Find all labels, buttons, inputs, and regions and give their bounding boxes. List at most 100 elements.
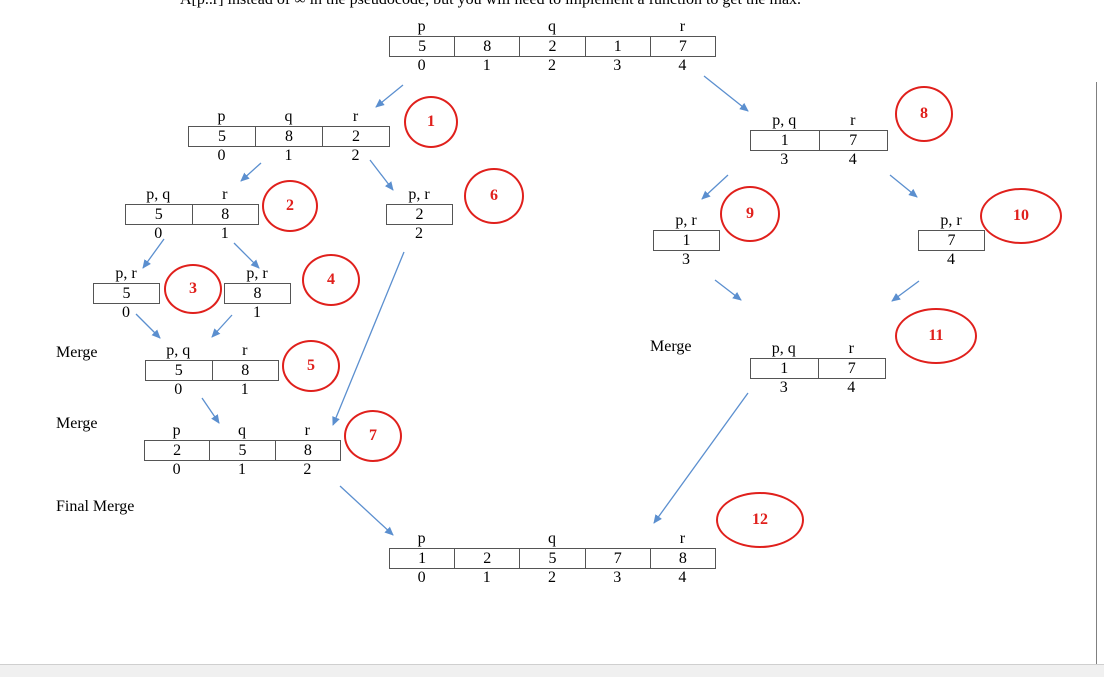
flow-arrow bbox=[211, 314, 233, 338]
array-1-pointer-label: p bbox=[417, 18, 426, 35]
flow-arrow bbox=[653, 392, 749, 524]
array-2-pointer-label: q bbox=[284, 108, 293, 125]
flow-arrow bbox=[135, 313, 161, 339]
array-5-cell: 8 bbox=[224, 283, 291, 304]
array-6-index: 1 bbox=[240, 381, 249, 398]
array-10-pointer-label: p, r bbox=[675, 212, 697, 229]
array-13-index: 1 bbox=[482, 569, 491, 586]
array-6-pointer-label: r bbox=[242, 342, 248, 359]
array-9-cell: 7 bbox=[818, 130, 888, 151]
array-1-index: 1 bbox=[482, 57, 491, 74]
flow-arrow bbox=[375, 84, 404, 108]
array-13-pointer-label: p bbox=[417, 530, 426, 547]
array-13-cell: 5 bbox=[519, 548, 586, 569]
array-13-cell: 2 bbox=[454, 548, 521, 569]
final-merge-label: Final Merge bbox=[56, 498, 135, 515]
array-3-cell: 5 bbox=[125, 204, 193, 225]
footer-bar bbox=[0, 664, 1104, 677]
array-1-cell: 8 bbox=[454, 36, 521, 57]
array-1-cell: 1 bbox=[584, 36, 651, 57]
array-1-pointer-label: q bbox=[548, 18, 556, 35]
array-2-cell: 5 bbox=[188, 126, 256, 147]
array-9-index: 4 bbox=[848, 151, 857, 168]
array-8-cell: 2 bbox=[144, 440, 211, 461]
array-8-index: 1 bbox=[238, 461, 246, 478]
array-8-cell: 5 bbox=[209, 440, 276, 461]
flow-arrow bbox=[703, 75, 749, 112]
header-text: A[p..r] instead of ∞ in the pseudocode, … bbox=[180, 0, 801, 8]
right-divider bbox=[1096, 82, 1097, 670]
array-9-pointer-label: r bbox=[850, 112, 856, 129]
array-12-pointer-label: p, q bbox=[771, 340, 796, 357]
array-13-cell: 7 bbox=[584, 548, 651, 569]
array-8-pointer-label: p bbox=[172, 422, 181, 439]
array-4-pointer-label: p, r bbox=[115, 265, 137, 282]
step-badge-5: 5 bbox=[282, 340, 340, 392]
merge-label-2: Merge bbox=[56, 415, 98, 432]
array-2-index: 0 bbox=[217, 147, 226, 164]
array-13-index: 4 bbox=[678, 569, 687, 586]
array-7-index: 2 bbox=[415, 225, 423, 242]
array-12-index: 3 bbox=[779, 379, 788, 396]
flow-arrow bbox=[714, 279, 742, 301]
array-12-pointer-label: r bbox=[848, 340, 854, 357]
array-13-index: 2 bbox=[548, 569, 556, 586]
array-13-index: 0 bbox=[417, 569, 426, 586]
step-badge-11: 11 bbox=[895, 308, 977, 364]
array-13-pointer-label: q bbox=[548, 530, 556, 547]
step-badge-1: 1 bbox=[404, 96, 458, 148]
array-2-pointer-label: p bbox=[217, 108, 226, 125]
step-badge-7: 7 bbox=[344, 410, 402, 462]
flow-arrow bbox=[201, 397, 220, 424]
array-9-index: 3 bbox=[780, 151, 789, 168]
array-2-index: 1 bbox=[284, 147, 293, 164]
array-8-cell: 8 bbox=[274, 440, 341, 461]
array-1-index: 4 bbox=[678, 57, 687, 74]
array-3-pointer-label: r bbox=[222, 186, 228, 203]
step-badge-8: 8 bbox=[895, 86, 953, 142]
step-badge-3: 3 bbox=[164, 264, 222, 314]
flow-arrow bbox=[332, 251, 405, 426]
array-7-cell: 2 bbox=[386, 204, 453, 225]
array-5-pointer-label: p, r bbox=[246, 265, 268, 282]
array-9-pointer-label: p, q bbox=[772, 112, 797, 129]
step-badge-9: 9 bbox=[720, 186, 780, 242]
array-11-cell: 7 bbox=[918, 230, 985, 251]
array-8-index: 0 bbox=[172, 461, 181, 478]
array-8-pointer-label: q bbox=[238, 422, 246, 439]
array-13-pointer-label: r bbox=[679, 530, 686, 547]
flow-arrow bbox=[889, 174, 918, 198]
step-badge-12: 12 bbox=[716, 492, 804, 548]
array-1-pointer-label: r bbox=[679, 18, 686, 35]
array-2-pointer-label: r bbox=[352, 108, 359, 125]
array-3-cell: 8 bbox=[191, 204, 259, 225]
merge-label-1: Merge bbox=[56, 344, 98, 361]
array-4-cell: 5 bbox=[93, 283, 160, 304]
flow-arrow bbox=[233, 242, 260, 269]
flow-arrow bbox=[891, 280, 920, 302]
array-2-index: 2 bbox=[351, 147, 360, 164]
array-6-index: 0 bbox=[174, 381, 183, 398]
array-3-pointer-label: p, q bbox=[146, 186, 171, 203]
merge-label-3: Merge bbox=[650, 338, 692, 355]
array-11-pointer-label: p, r bbox=[940, 212, 962, 229]
array-12-index: 4 bbox=[847, 379, 856, 396]
array-6-pointer-label: p, q bbox=[166, 342, 191, 359]
array-6-cell: 5 bbox=[145, 360, 213, 381]
array-12-cell: 7 bbox=[817, 358, 886, 379]
array-13-index: 3 bbox=[613, 569, 622, 586]
array-7-pointer-label: p, r bbox=[408, 186, 430, 203]
step-badge-6: 6 bbox=[464, 168, 524, 224]
array-12-cell: 1 bbox=[750, 358, 819, 379]
array-10-index: 3 bbox=[682, 251, 690, 268]
array-1-index: 2 bbox=[548, 57, 556, 74]
step-badge-2: 2 bbox=[262, 180, 318, 232]
array-1-cell: 5 bbox=[389, 36, 456, 57]
array-3-index: 0 bbox=[154, 225, 163, 242]
array-9-cell: 1 bbox=[750, 130, 820, 151]
array-2-cell: 2 bbox=[322, 126, 390, 147]
array-5-index: 1 bbox=[253, 304, 261, 321]
flow-arrow bbox=[142, 238, 165, 269]
